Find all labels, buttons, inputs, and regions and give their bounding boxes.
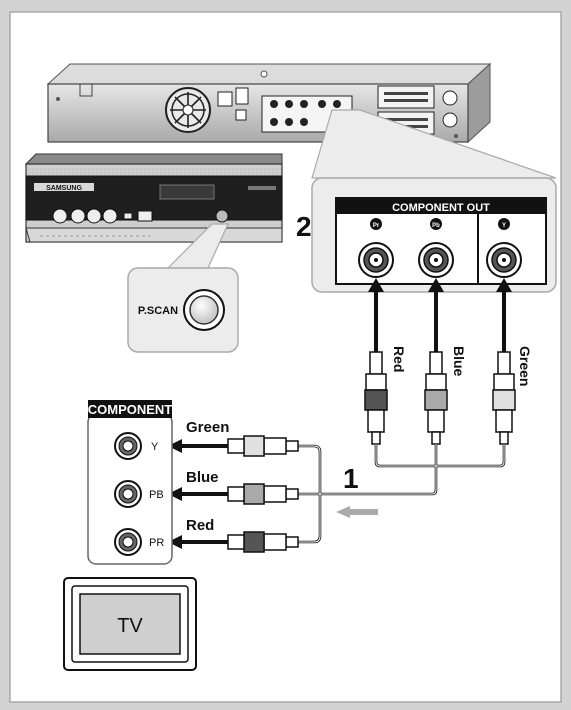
plug-green-vertical [492,351,516,445]
tv-jack-label-pb: PB [149,489,164,501]
jack-label-y: Y [502,223,506,229]
direction-arrow-icon [336,506,378,518]
rca-jack-pr-icon [358,242,394,278]
tv-icon: TV [63,577,197,671]
recorder-front-panel: SAMSUNG [24,153,283,243]
plug-blue-vertical [424,351,448,445]
cable-label-blue-horizontal: Blue [186,469,219,486]
tv-jack-label-y: Y [151,441,159,453]
rca-jack-y-icon [486,242,522,278]
cable-label-green-horizontal: Green [186,419,229,436]
component-out-title: COMPONENT OUT [392,202,490,214]
tv-jack-pr-icon [114,528,142,556]
pscan-callout: P.SCAN [127,267,239,353]
recorder-rear-panel [46,62,492,144]
cable-label-green-vertical: Green [517,346,533,386]
plug-red-vertical [364,351,388,445]
jack-label-pb: Pb [432,223,440,229]
component-out-panel: COMPONENT OUT Pr Pb Y [311,177,557,293]
pscan-label: P.SCAN [138,305,178,317]
plug-green-horizontal [168,435,299,457]
plug-blue-horizontal [168,483,299,505]
cable-label-red-horizontal: Red [186,517,214,534]
brand-logo: SAMSUNG [46,185,82,192]
tv-component-input-panel: COMPONENT Y PB PR [87,400,173,565]
panel-jack-labels: Pr Pb Y [370,218,510,230]
tv-jack-label-pr: PR [149,537,164,549]
step-number-2: 2 [296,211,312,242]
tv-jack-y-icon [114,432,142,460]
cable-label-red-vertical: Red [391,346,407,372]
tv-input-title: COMPONENT [88,402,173,417]
tv-label: TV [117,615,143,637]
jack-label-pr: Pr [373,223,380,229]
panel-zoom-callout [311,109,557,179]
rca-jack-pb-icon [418,242,454,278]
step-number-1: 1 [343,463,359,494]
horizontal-cables: Green Blue Red [168,419,299,553]
plug-red-horizontal [168,531,299,553]
cable-label-blue-vertical: Blue [451,346,467,377]
vertical-cables: Red Blue Green [364,278,533,445]
pscan-button-icon [189,295,219,325]
tv-jack-pb-icon [114,480,142,508]
